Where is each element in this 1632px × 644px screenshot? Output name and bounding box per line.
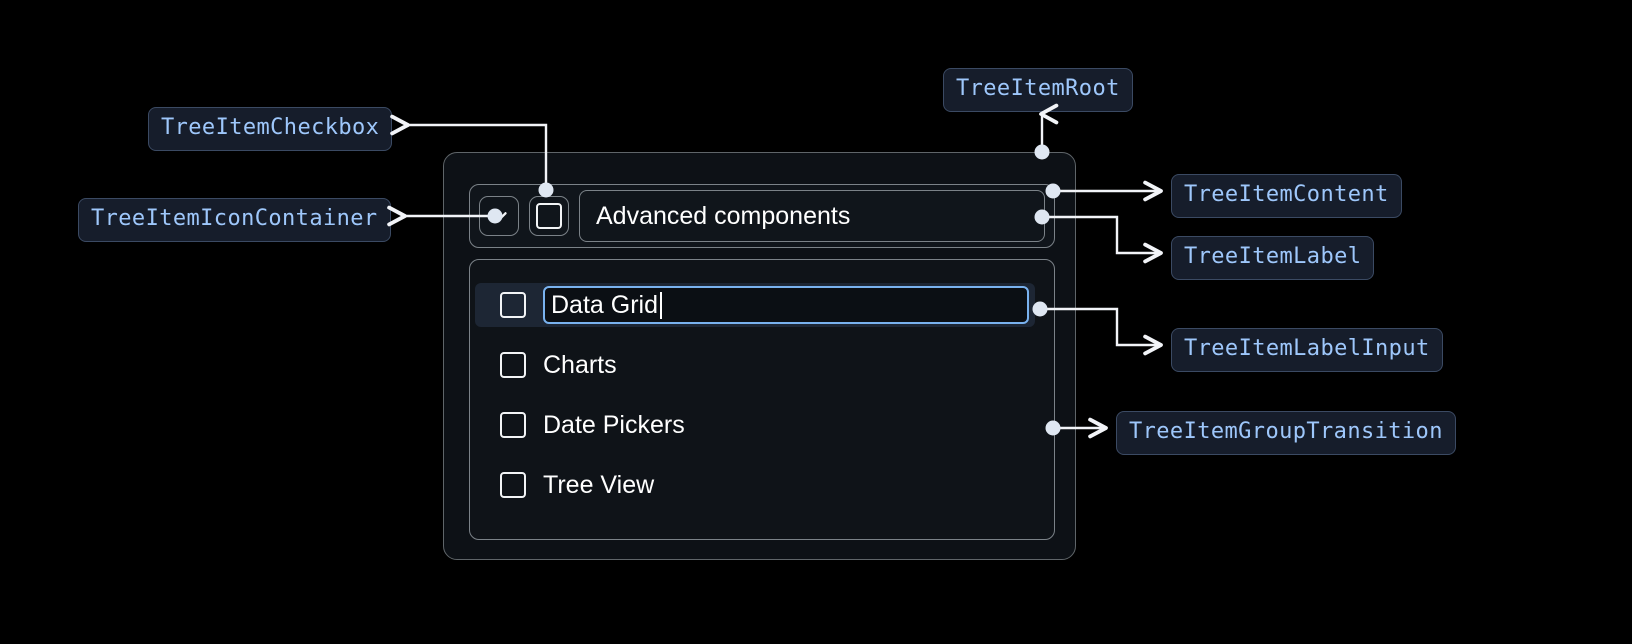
tree-item-child-row[interactable]: Tree View <box>470 463 1054 507</box>
tree-item-label[interactable]: Advanced components <box>579 190 1045 242</box>
tree-item-child-row[interactable]: Date Pickers <box>470 403 1054 447</box>
checkbox-unchecked-icon <box>536 203 562 229</box>
tree-item-root[interactable]: Advanced components Data Grid Charts Dat… <box>443 152 1076 560</box>
checkbox-unchecked-icon[interactable] <box>500 472 526 498</box>
tree-item-label-input-value: Data Grid <box>551 290 658 319</box>
annotation-label: TreeItemGroupTransition <box>1129 419 1443 444</box>
checkbox-unchecked-icon[interactable] <box>500 292 526 318</box>
tree-item-label-text: Charts <box>543 350 617 379</box>
annotation-chip-treeitemlabelinput: TreeItemLabelInput <box>1171 328 1443 372</box>
annotation-label: TreeItemLabelInput <box>1184 336 1430 361</box>
text-caret <box>659 291 662 319</box>
checkbox-unchecked-icon[interactable] <box>500 352 526 378</box>
tree-item-child-row[interactable]: Data Grid <box>475 283 1035 327</box>
tree-item-label-input[interactable]: Data Grid <box>543 286 1029 324</box>
tree-item-content[interactable]: Advanced components <box>469 184 1055 248</box>
chevron-down-icon <box>486 203 512 229</box>
annotation-label: TreeItemRoot <box>956 76 1120 101</box>
annotation-chip-treeitemroot: TreeItemRoot <box>943 68 1133 112</box>
annotation-chip-treeitemgrouptransition: TreeItemGroupTransition <box>1116 411 1456 455</box>
annotation-chip-treeitemcheckbox: TreeItemCheckbox <box>148 107 393 151</box>
annotation-chip-treeitemlabel: TreeItemLabel <box>1171 236 1375 280</box>
tree-item-label-text: Date Pickers <box>543 410 685 439</box>
annotation-label: TreeItemContent <box>1184 182 1389 207</box>
annotation-chip-treeitemiconcontainer: TreeItemIconContainer <box>78 198 391 242</box>
tree-item-label-text: Advanced components <box>596 201 851 230</box>
checkbox-unchecked-icon[interactable] <box>500 412 526 438</box>
annotation-label: TreeItemCheckbox <box>161 115 380 140</box>
annotation-chip-treeitemcontent: TreeItemContent <box>1171 174 1402 218</box>
tree-item-icon-container[interactable] <box>479 196 519 236</box>
tree-item-checkbox[interactable] <box>529 196 569 236</box>
tree-item-label-text: Tree View <box>543 470 655 499</box>
annotation-label: TreeItemIconContainer <box>91 206 378 231</box>
tree-item-child-row[interactable]: Charts <box>470 343 1054 387</box>
annotation-label: TreeItemLabel <box>1184 244 1362 269</box>
tree-item-group-transition: Data Grid Charts Date Pickers Tree View <box>469 259 1055 540</box>
